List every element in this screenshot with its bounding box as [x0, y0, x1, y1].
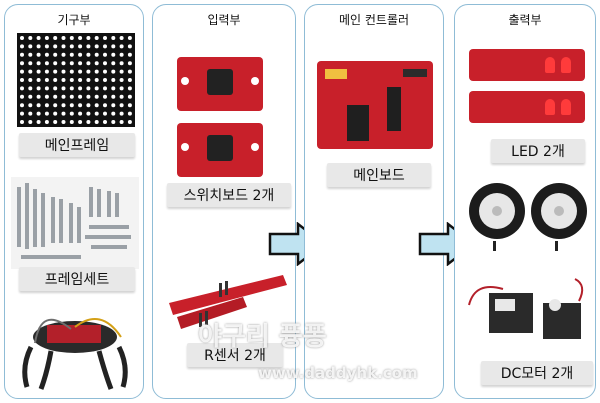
wheel-image — [469, 183, 587, 251]
label-dc-motor: DC모터 2개 — [481, 361, 593, 385]
label-led: LED 2개 — [491, 139, 585, 163]
watermark-korean: 야구리 퓽퐁 — [198, 322, 327, 352]
label-r-sensor: R센서 2개 — [187, 343, 283, 367]
sensor-board-image — [169, 275, 287, 329]
panel-main-controller: 메인 컨트롤러 메인보드 — [304, 4, 444, 399]
label-main-frame: 메인프레임 — [19, 133, 135, 157]
robot-image — [11, 297, 139, 393]
label-frame-set: 프레임세트 — [19, 267, 135, 291]
panel-mechanical: 기구부 /* decorative holes generated below … — [4, 4, 144, 399]
main-frame-image: /* decorative holes generated below */ — [17, 33, 135, 127]
panel-output: 출력부 LED 2개 DC모터 2개 — [454, 4, 596, 399]
motor-image — [468, 278, 584, 339]
led-board-image-2 — [469, 91, 585, 123]
label-main-board: 메인보드 — [327, 163, 431, 187]
panel-input: 입력부 스위치보드 2개 R센서 2개 — [152, 4, 296, 399]
panel-title-main: 메인 컨트롤러 — [338, 13, 410, 27]
label-switch-board: 스위치보드 2개 — [167, 183, 291, 207]
panel-title-output: 출력부 — [508, 13, 542, 27]
frame-set-image — [11, 177, 139, 269]
led-board-image-1 — [469, 49, 585, 81]
main-board-image — [317, 61, 433, 149]
switch-board-image-1 — [177, 57, 263, 111]
switch-board-image-2 — [177, 123, 263, 177]
panel-title-input: 입력부 — [207, 13, 241, 27]
watermark-url: www.daddyhk.com — [258, 364, 418, 382]
panel-title-mechanical: 기구부 — [57, 13, 91, 27]
